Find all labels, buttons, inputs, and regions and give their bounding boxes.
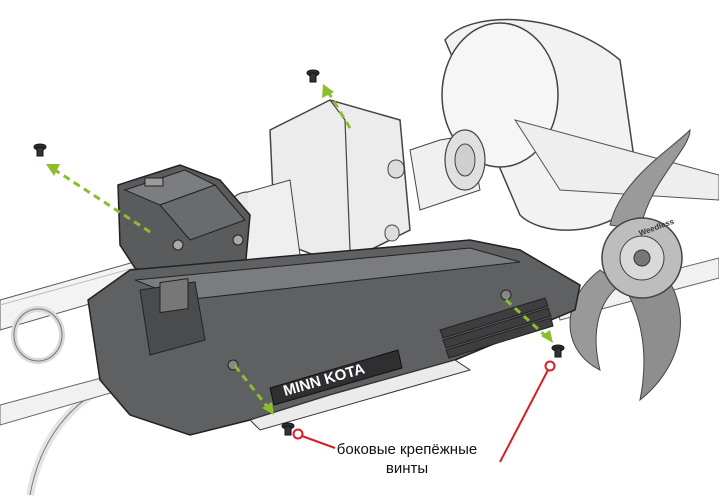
propeller	[569, 128, 691, 402]
motor-cylinder	[441, 18, 719, 231]
screw-top	[306, 69, 320, 83]
callout-label-line2: винты	[385, 460, 429, 477]
callout-label: боковые крепёжные винты	[322, 440, 492, 478]
side-screw-hole-right	[500, 289, 512, 301]
removal-arrows	[51, 89, 550, 411]
arrow-heads	[46, 84, 553, 415]
gearbox-housing	[269, 99, 486, 266]
loose-screws	[33, 69, 565, 436]
callout-lines	[292, 360, 556, 463]
clamp-block	[117, 164, 251, 291]
screw-right	[551, 344, 565, 358]
screw-top-left	[33, 143, 47, 157]
base-housing	[87, 239, 581, 436]
screw-bottom	[281, 422, 295, 436]
callout-label-line1: боковые крепёжные	[336, 441, 478, 458]
